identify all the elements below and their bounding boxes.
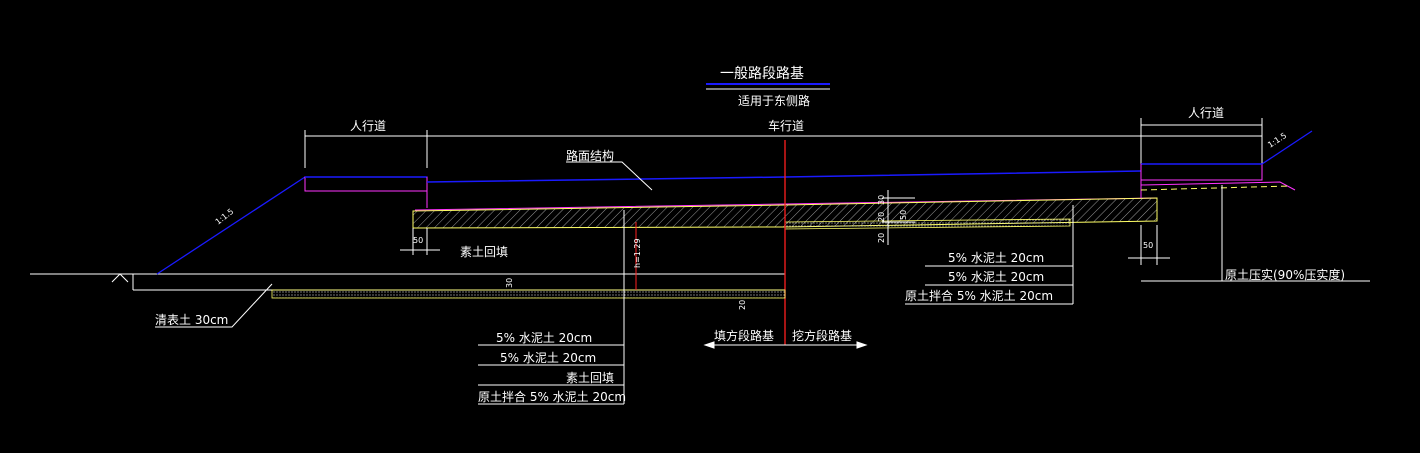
clear-surface-leader	[155, 283, 273, 328]
right-sidewalk-block	[1140, 163, 1263, 181]
ground-lines	[30, 273, 1370, 291]
dim-20-right-mid: 20	[877, 212, 886, 222]
left-layer-2: 5% 水泥土 20cm	[500, 351, 596, 365]
right-layer-table	[905, 205, 1074, 305]
right-slope-ratio: 1:1.5	[1266, 131, 1288, 150]
label-original-compacted: 原土压实(90%压实度)	[1225, 267, 1345, 282]
dim-50-right-extra: 50	[899, 210, 908, 220]
drawing-title: 一般路段路基	[720, 65, 804, 82]
left-layer-4: 原土拌合 5% 水泥土 20cm	[478, 389, 626, 404]
title-block: 一般路段路基 适用于东侧路	[706, 65, 830, 108]
original-soil-leader	[1221, 185, 1370, 282]
left-slope-ratio: 1:1.5	[214, 207, 236, 227]
dim-30-right-top: 30	[877, 195, 886, 205]
bottom-cement-layer	[271, 289, 786, 299]
left-slope-line	[156, 176, 306, 275]
right-structure-edge	[1140, 181, 1296, 191]
right-layer-3: 原土拌合 5% 水泥土 20cm	[905, 288, 1053, 303]
left-layer-3: 素土回填	[566, 371, 614, 385]
label-carriageway: 车行道	[768, 118, 804, 133]
top-dimensions	[304, 118, 1263, 168]
fill-height-label: h=1.29	[633, 238, 642, 268]
right-50-dimension	[1128, 225, 1170, 265]
label-pavement-structure: 路面结构	[566, 148, 614, 163]
right-slope-line	[1261, 130, 1313, 165]
left-50-dimension	[400, 228, 440, 255]
road-surface-line	[426, 170, 1142, 183]
dim-50-left: 50	[413, 236, 423, 245]
left-layer-1: 5% 水泥土 20cm	[496, 331, 592, 345]
label-plain-backfill: 素土回填	[460, 245, 508, 259]
pavement-leader	[566, 161, 653, 191]
drawing-subtitle: 适用于东侧路	[738, 93, 810, 108]
ground-symbol	[111, 273, 129, 283]
right-vertical-dims	[882, 190, 915, 245]
label-sidewalk-right: 人行道	[1188, 106, 1224, 120]
left-sidewalk-block	[304, 176, 428, 192]
dim-20-bottom: 20	[738, 300, 747, 310]
label-fill-section: 填方段路基	[714, 328, 774, 343]
dim-30-center: 30	[505, 278, 514, 288]
label-sidewalk-left: 人行道	[350, 119, 386, 133]
arrow-head-left	[703, 341, 715, 349]
left-layer-table	[478, 210, 625, 405]
dim-20-right-low: 20	[877, 233, 886, 243]
right-layer-2: 5% 水泥土 20cm	[948, 270, 1044, 284]
section-arrows	[703, 341, 868, 349]
right-layer-1: 5% 水泥土 20cm	[948, 251, 1044, 265]
arrow-head-right	[856, 341, 868, 349]
label-clear-surface: 清表土 30cm	[155, 313, 228, 327]
label-cut-section: 挖方段路基	[792, 328, 852, 343]
right-dashed-original	[1140, 185, 1291, 191]
dim-50-right: 50	[1143, 241, 1153, 250]
